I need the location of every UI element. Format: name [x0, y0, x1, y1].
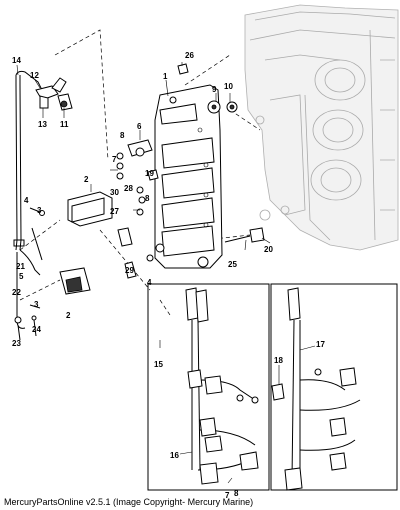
callout-19: 19: [145, 169, 154, 178]
callout-21: 21: [16, 262, 25, 271]
ignition-coils: [59, 191, 137, 295]
callout-4-upper: 4: [24, 196, 29, 205]
callout-27: 27: [110, 207, 119, 216]
callout-25: 25: [228, 260, 237, 269]
callout-8-upper: 8: [120, 131, 125, 140]
callout-12: 12: [30, 71, 39, 80]
callout-6: 6: [137, 122, 142, 131]
callout-23: 23: [12, 339, 21, 348]
callout-leaders: [16, 62, 316, 484]
callout-2-upper: 2: [84, 175, 89, 184]
callout-7-upper: 7: [112, 155, 117, 164]
callout-10: 10: [224, 82, 233, 91]
callout-3-upper: 3: [37, 206, 42, 215]
callout-11: 11: [60, 120, 69, 129]
harness-panels: [147, 283, 398, 491]
callout-24: 24: [32, 325, 41, 334]
callout-29: 29: [125, 266, 134, 275]
fuel-line-assembly: [13, 70, 43, 329]
dashed-leader-lines: [19, 29, 261, 316]
callout-labels: 1 2 2 3 3 4 4 5 6 7 7 8 8 8 9 10 11 12 1…: [12, 51, 325, 500]
engine-block: [244, 4, 399, 251]
callout-1: 1: [163, 72, 168, 81]
callout-8-middle: 8: [145, 194, 150, 203]
callout-8-lower: 8: [234, 489, 239, 498]
callout-3-lower: 3: [34, 300, 39, 309]
bolts: [17, 207, 154, 341]
callout-22: 22: [12, 288, 21, 297]
mounting-plate: [154, 84, 223, 269]
harness-17: [271, 287, 361, 491]
callout-5: 5: [19, 272, 24, 281]
callout-20: 20: [264, 245, 273, 254]
copyright-caption: MercuryPartsOnline v2.5.1 (Image Copyrig…: [4, 497, 254, 507]
callout-26: 26: [185, 51, 194, 60]
callout-2-lower: 2: [66, 311, 71, 320]
harness-16: [185, 287, 259, 485]
callout-15: 15: [154, 360, 163, 369]
callout-17: 17: [316, 340, 325, 349]
callout-16: 16: [170, 451, 179, 460]
callout-30: 30: [110, 188, 119, 197]
callout-14: 14: [12, 56, 21, 65]
callout-4-lower: 4: [147, 278, 152, 287]
fitting-assembly: [35, 77, 73, 111]
callout-13: 13: [38, 120, 47, 129]
callout-28: 28: [124, 184, 133, 193]
callout-18: 18: [274, 356, 283, 365]
callout-9: 9: [212, 85, 217, 94]
callout-7-lower: 7: [225, 491, 230, 500]
small-hardware: [116, 63, 265, 243]
